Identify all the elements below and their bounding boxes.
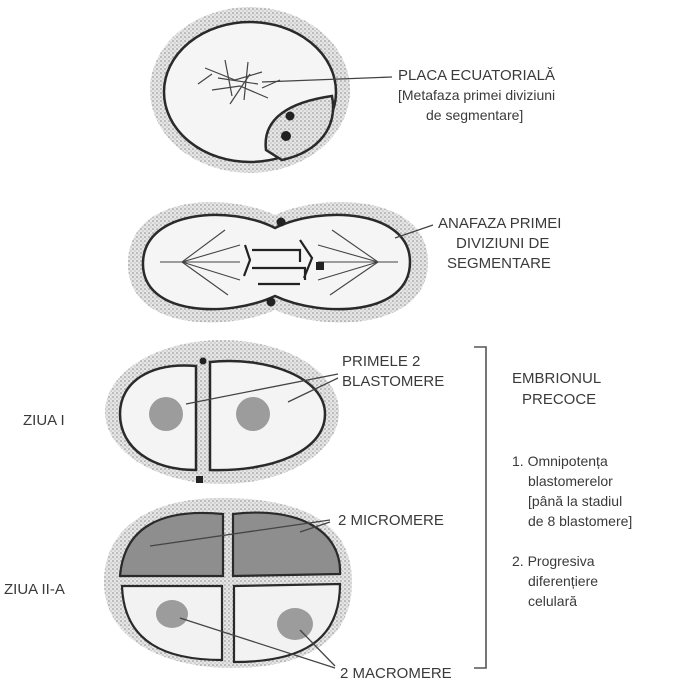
nucleus-macromere-right — [277, 608, 313, 640]
label-primele-line2: BLASTOMERE — [342, 372, 444, 391]
nucleus-macromere-left — [156, 600, 188, 628]
polar-body-1 — [286, 112, 295, 121]
label-placa-ecuatoriala: PLACA ECUATORIALĂ — [398, 66, 555, 85]
label-note1-line3: [până la stadiul — [528, 492, 622, 510]
label-anafaza-line3: SEGMENTARE — [447, 254, 551, 273]
label-micromere: 2 MICROMERE — [338, 511, 444, 530]
label-embrionul-line1: EMBRIONUL — [512, 369, 601, 388]
label-embrionul-line2: PRECOCE — [522, 390, 596, 409]
anaphase-cell — [128, 202, 433, 322]
two-cell-marker — [196, 476, 203, 483]
label-anafaza-line1: ANAFAZA PRIMEI — [438, 214, 561, 233]
polar-body-2 — [281, 131, 291, 141]
embryo-bracket — [474, 347, 486, 668]
label-note1-line2: blastomerelor — [528, 472, 613, 490]
label-primele-line1: PRIMELE 2 — [342, 352, 420, 371]
anaphase-centrosome — [316, 262, 324, 270]
nucleus-right — [236, 397, 270, 431]
label-ziua-i: ZIUA I — [23, 411, 65, 430]
label-metafaza-line1: [Metafaza primei diviziuni — [398, 86, 555, 104]
label-macromere: 2 MACROMERE — [340, 664, 452, 683]
two-cell-embryo — [105, 340, 339, 484]
label-note1-line1: 1. Omnipotența — [512, 452, 608, 470]
metaphase-cell — [150, 7, 392, 173]
label-metafaza-line2: de segmentare] — [426, 106, 523, 124]
four-cell-embryo — [104, 498, 352, 668]
label-note2-line1: 2. Progresiva — [512, 552, 594, 570]
two-cell-polar-body — [200, 358, 207, 365]
anaphase-polar-body-bottom — [267, 298, 276, 307]
anaphase-polar-body-top — [277, 218, 286, 227]
label-note2-line3: celulară — [528, 592, 577, 610]
label-note2-line2: diferențiere — [528, 572, 598, 590]
micromere-right — [233, 513, 340, 576]
label-note1-line4: de 8 blastomere] — [528, 512, 632, 530]
label-ziua-ii: ZIUA II-A — [4, 580, 65, 599]
label-anafaza-line2: DIVIZIUNI DE — [456, 234, 549, 253]
nucleus-left — [149, 397, 183, 431]
